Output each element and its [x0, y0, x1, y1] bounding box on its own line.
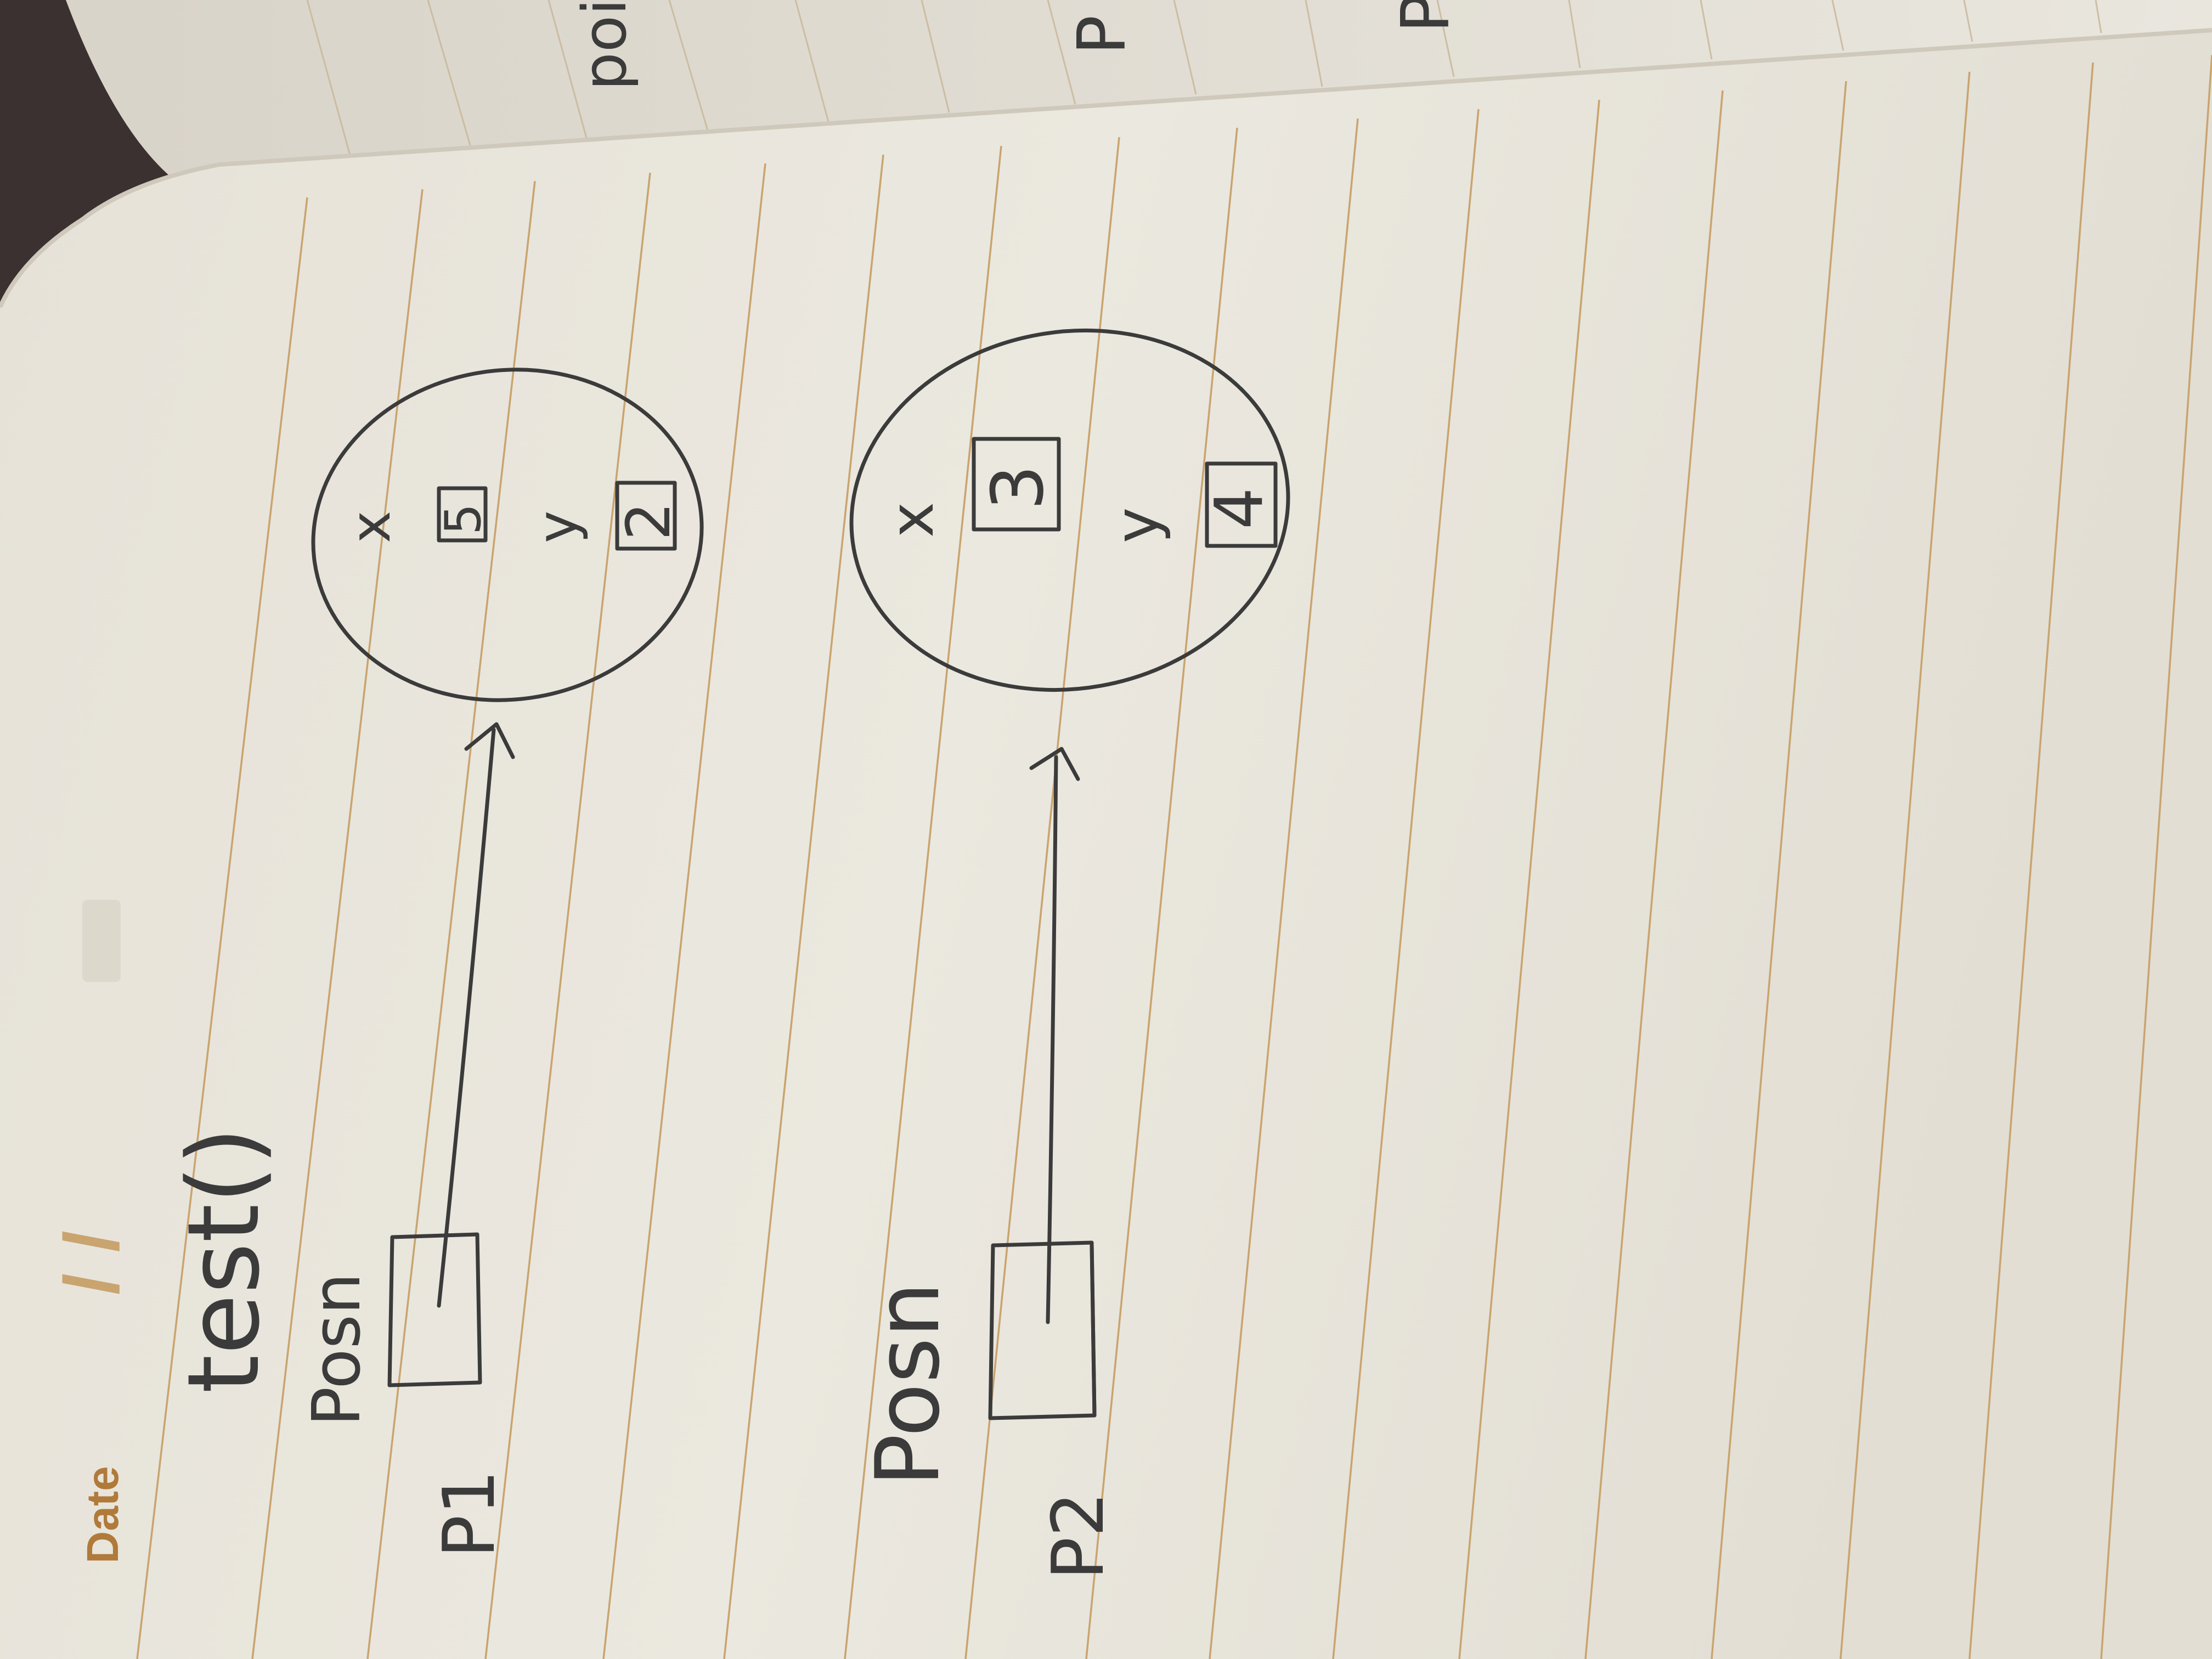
- p2-variable-label: P2: [1036, 1492, 1120, 1580]
- p1-x-value-box: [437, 486, 488, 543]
- p2-y-value-box: [1205, 461, 1278, 548]
- p2-object-oval: [849, 328, 1290, 692]
- page-number-stamp: [82, 900, 121, 982]
- diagram-p2-labels: P2 Posn x 3 y 4: [856, 465, 1278, 1580]
- main-page: [0, 28, 2212, 1659]
- diagram-p1-labels: P1 Posn x 5 y 2: [299, 502, 684, 1558]
- date-slashes: / /: [48, 1231, 134, 1295]
- back-page-letter-2: P: [1388, 0, 1464, 33]
- back-page-letter-1: P: [1064, 15, 1141, 55]
- diagram-p2: [849, 328, 1290, 1420]
- p1-field-x-label: x: [338, 511, 403, 543]
- p1-reference-box: [387, 1232, 482, 1387]
- p1-arrowhead: [464, 722, 515, 759]
- diagram-p1: [311, 368, 704, 1387]
- back-page: [0, 0, 2212, 181]
- p2-x-value: 3: [976, 465, 1059, 510]
- p2-x-value-box: [972, 437, 1061, 532]
- back-page-word: poi: [569, 0, 640, 91]
- p1-x-value: 5: [435, 504, 492, 535]
- p2-field-x-label: x: [877, 502, 947, 538]
- p2-arrow: [1046, 755, 1058, 1324]
- page-header: Date / /: [48, 900, 134, 1564]
- title-group: test(): [167, 1127, 281, 1393]
- p1-y-value: 2: [613, 502, 684, 540]
- p1-field-y-label: y: [525, 511, 589, 543]
- p2-type-label: Posn: [856, 1282, 959, 1487]
- p1-arrow: [437, 727, 496, 1308]
- p1-type-label: Posn: [299, 1273, 375, 1426]
- p1-y-value-box: [615, 481, 677, 551]
- ruled-lines: [136, 54, 2212, 1659]
- function-title: test(): [167, 1127, 281, 1393]
- p2-arrowhead: [1029, 747, 1080, 781]
- date-label: Date: [78, 1466, 128, 1564]
- p2-y-value: 4: [1201, 488, 1278, 529]
- back-page-writing: poi P P: [569, 0, 1464, 91]
- p1-variable-label: P1: [427, 1470, 511, 1558]
- p1-object-oval: [311, 368, 704, 702]
- p2-reference-underline: [1090, 1243, 1097, 1418]
- p2-field-y-label: y: [1102, 507, 1172, 543]
